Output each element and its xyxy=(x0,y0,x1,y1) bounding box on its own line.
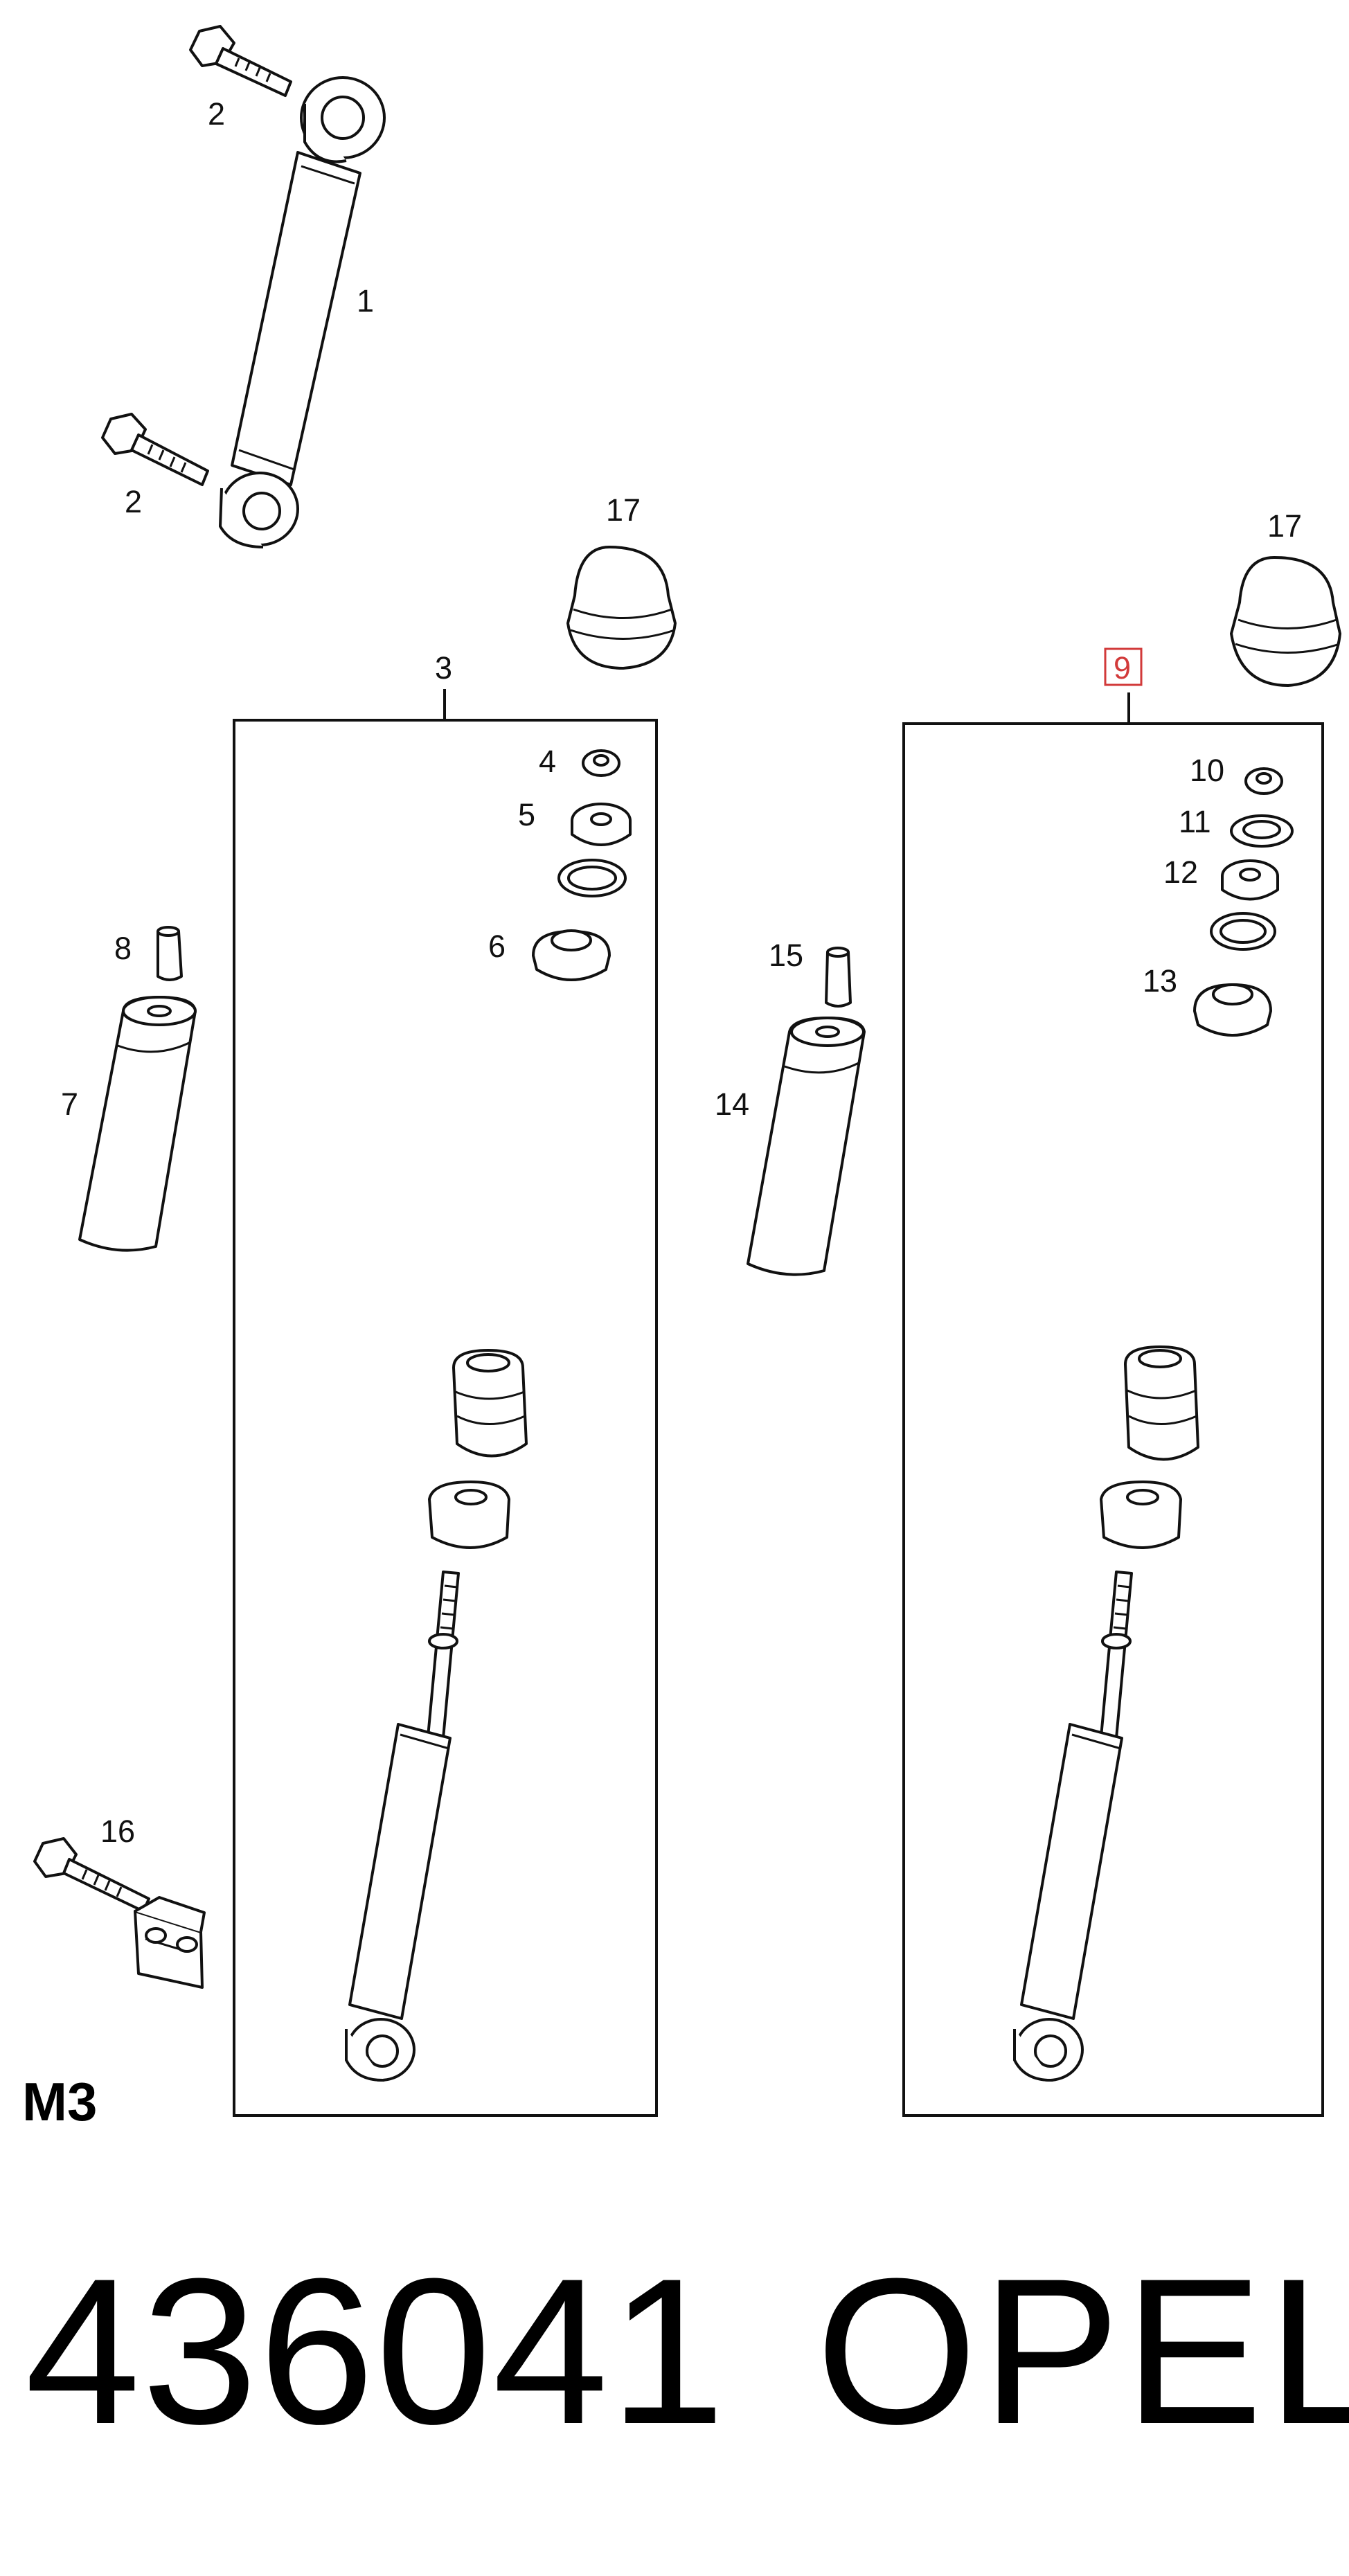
bump-stop-cap-left xyxy=(566,546,677,670)
spacer-8 xyxy=(157,926,183,981)
shock-absorber-1 xyxy=(101,25,386,548)
callout-17-right: 17 xyxy=(1267,508,1302,544)
group-label: M3 xyxy=(22,2071,98,2132)
callout-10: 10 xyxy=(1190,753,1224,788)
callout-7: 7 xyxy=(61,1086,78,1122)
callout-13: 13 xyxy=(1143,963,1177,999)
callout-16: 16 xyxy=(100,1814,135,1849)
kit-box-9 xyxy=(902,692,1324,2117)
kit-box-3 xyxy=(233,689,658,2117)
callout-14: 14 xyxy=(715,1086,749,1122)
callout-9: 9 xyxy=(1114,650,1131,686)
bracket-bolt-16 xyxy=(33,1837,206,1989)
bolt-bottom xyxy=(101,413,209,486)
shock-absorber-9 xyxy=(1013,1345,1199,2082)
spring-washer-9 xyxy=(1210,912,1276,951)
shock-absorber-3 xyxy=(345,1349,528,2082)
spring-washer xyxy=(557,859,627,897)
callout-1: 1 xyxy=(357,283,374,319)
bushing-6 xyxy=(532,929,611,981)
callout-17-left: 17 xyxy=(606,492,641,528)
nut-4 xyxy=(582,749,620,777)
callout-8: 8 xyxy=(114,931,132,966)
nut-10 xyxy=(1244,767,1283,795)
callout-12: 12 xyxy=(1163,855,1198,890)
callout-9-highlight: 9 xyxy=(1104,647,1143,686)
dust-boot-7 xyxy=(78,996,197,1252)
brand-name: OPEL xyxy=(816,2235,1349,2467)
callout-3: 3 xyxy=(435,650,452,686)
dust-boot-14 xyxy=(747,1017,866,1276)
callout-4: 4 xyxy=(539,744,556,779)
bolt-top xyxy=(189,25,292,97)
callout-6: 6 xyxy=(488,929,506,964)
spacer-15 xyxy=(825,947,852,1008)
washer-11 xyxy=(1230,814,1294,848)
bump-stop-cap-right xyxy=(1230,556,1341,687)
part-number: 436041 xyxy=(25,2235,727,2467)
bushing-13 xyxy=(1193,983,1272,1037)
callout-2-top: 2 xyxy=(208,96,225,132)
callout-15: 15 xyxy=(769,938,803,973)
callout-5: 5 xyxy=(518,797,535,832)
washer-5 xyxy=(571,803,632,846)
washer-12 xyxy=(1221,859,1279,901)
callout-11: 11 xyxy=(1179,804,1211,839)
callout-2-bottom: 2 xyxy=(125,484,142,519)
